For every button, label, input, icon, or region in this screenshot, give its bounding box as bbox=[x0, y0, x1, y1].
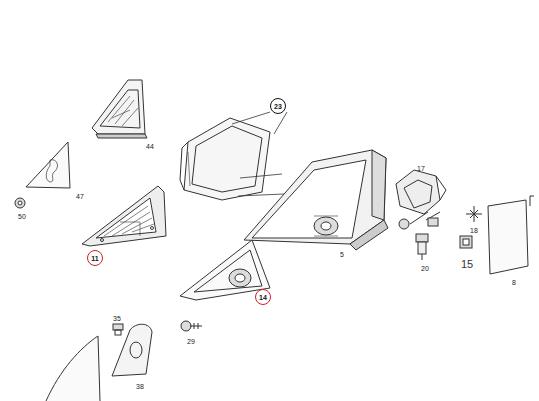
callout-number: 44 bbox=[146, 143, 154, 150]
callout-circle: 14 bbox=[255, 289, 271, 305]
motor-part bbox=[396, 170, 446, 229]
nut-part bbox=[15, 198, 25, 208]
callout-number: 15 bbox=[461, 259, 473, 270]
callout-circle: 23 bbox=[270, 98, 286, 114]
cover-part bbox=[112, 324, 152, 376]
housing-part bbox=[244, 150, 388, 250]
callout-number: 14 bbox=[259, 294, 267, 301]
callout-number: 38 bbox=[136, 383, 144, 390]
seal-frame bbox=[180, 112, 287, 200]
connector-part bbox=[460, 236, 472, 248]
callout-circle: 11 bbox=[87, 250, 103, 266]
screw-part bbox=[181, 321, 202, 331]
mirror-glass bbox=[488, 196, 534, 274]
callout-number: 20 bbox=[421, 265, 429, 272]
bracket-part bbox=[82, 186, 166, 246]
callout-number: 8 bbox=[512, 279, 516, 286]
callout-number: 5 bbox=[340, 251, 344, 258]
callout-number: 50 bbox=[18, 213, 26, 220]
plate-part bbox=[26, 142, 70, 188]
callout-number: 29 bbox=[187, 338, 195, 345]
screw-part bbox=[113, 324, 123, 335]
callout-number: 11 bbox=[91, 255, 98, 262]
glass-part bbox=[46, 336, 100, 401]
callout-number: 47 bbox=[76, 193, 84, 200]
callout-number: 35 bbox=[113, 315, 121, 322]
frame-part bbox=[92, 80, 147, 138]
callout-number: 18 bbox=[470, 227, 478, 234]
clip-part bbox=[466, 206, 482, 222]
callout-number: 17 bbox=[417, 165, 425, 172]
callout-number: 23 bbox=[274, 103, 282, 110]
plug-part bbox=[416, 234, 428, 260]
